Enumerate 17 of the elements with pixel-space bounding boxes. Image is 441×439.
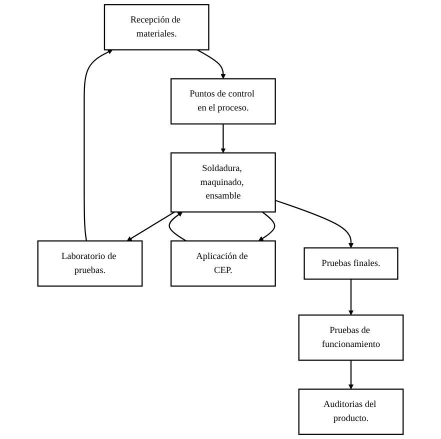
node-box: Pruebas de funcionamiento [298,314,404,361]
arrow [84,50,113,242]
arrow [220,124,226,154]
node-box: Laboratorio de pruebas. [37,240,143,287]
arrow [168,212,186,242]
node-box: Recepción de materiales. [104,4,210,50]
node-box: Auditorias del producto. [298,388,404,435]
arrow [258,212,276,242]
node-box: Puntos de control en el proceso. [170,78,276,125]
arrow [348,279,354,316]
node-box: Soldadura, maquinado, ensamble [170,152,276,213]
node-box: Aplicación de CEP. [170,240,276,287]
arrow [126,211,175,242]
arrow [348,360,354,390]
node-box: Pruebas finales. [304,247,398,280]
arrow [196,49,226,79]
arrow [275,200,354,248]
